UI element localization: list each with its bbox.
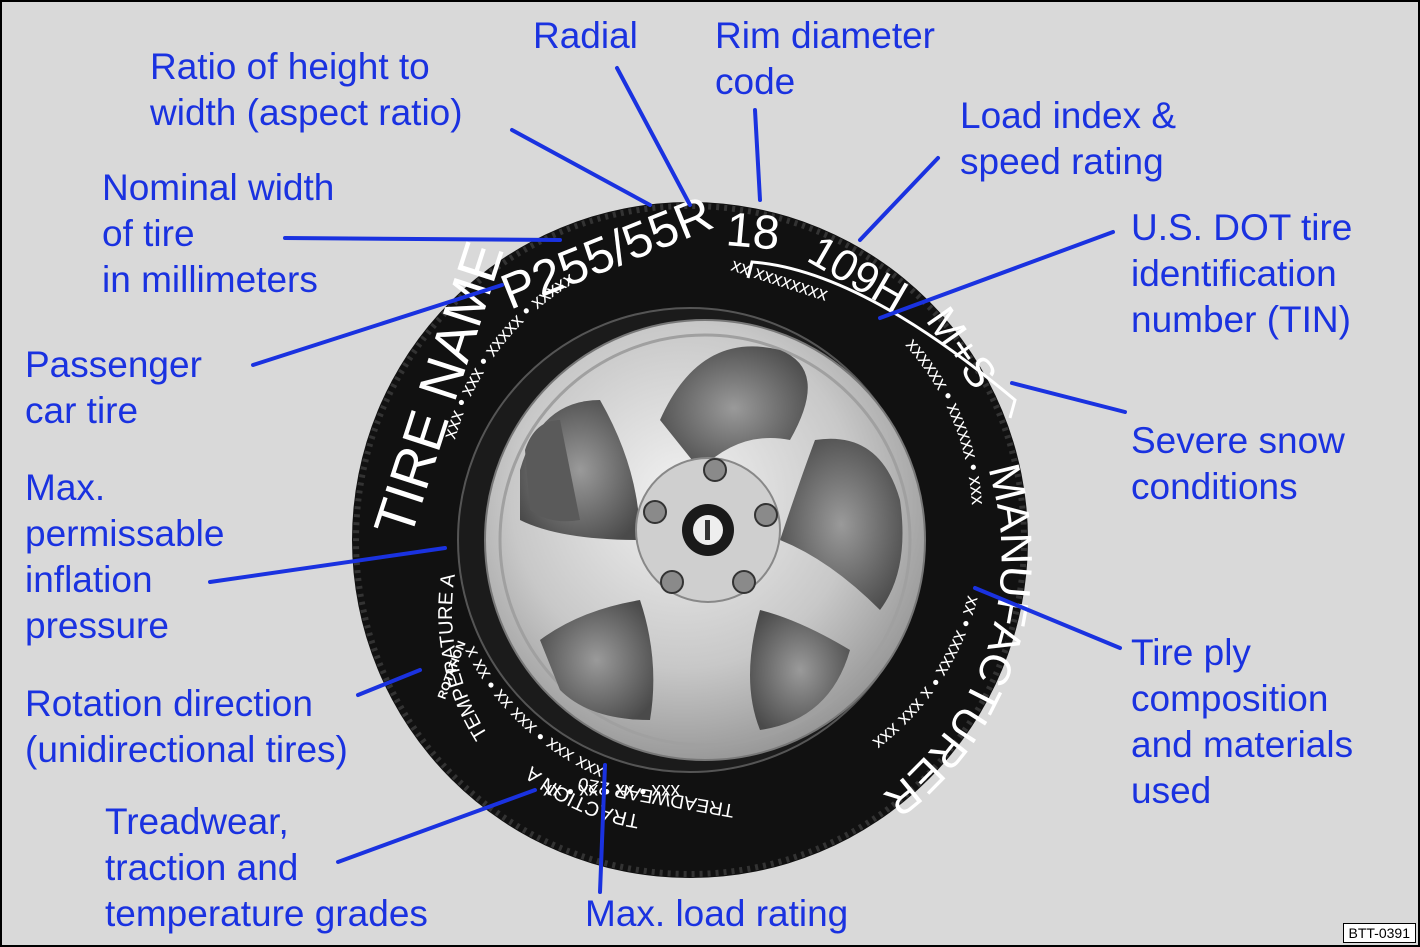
callout-line-radial [615, 66, 692, 207]
label-max-load: Max. load rating [585, 893, 849, 934]
tire-tread-edge [353, 203, 1027, 877]
callout-line-load-rating [598, 763, 607, 894]
callout-line-ply [973, 586, 1122, 650]
label-dot-tin: U.S. DOT tire identification number (TIN… [1131, 207, 1353, 340]
center-cap-mark [705, 520, 710, 540]
tin-bracket [746, 260, 1017, 419]
lug-nut [754, 503, 778, 527]
callout-line-width [283, 236, 562, 242]
lug-nut [703, 458, 727, 482]
rim-pocket [780, 438, 903, 610]
marks-bottom: xxx • xx • xx • xx [542, 780, 680, 801]
callout-line-aspect [510, 128, 652, 207]
lug-nut [643, 500, 667, 524]
label-aspect-ratio: Ratio of height to width (aspect ratio) [150, 46, 463, 133]
label-nominal-width: Nominal width of tire in millimeters [102, 167, 335, 300]
rim-lip [498, 333, 912, 747]
rim-pocket [540, 600, 654, 720]
rim-pocket [660, 346, 808, 470]
label-rim-diameter: Rim diameter code [715, 15, 935, 102]
image-code: BTT-0391 [1342, 923, 1416, 943]
callout-line-snow [1010, 381, 1127, 414]
callout-line-tin [878, 230, 1115, 320]
callout-line-passenger [251, 283, 504, 367]
label-rotation: Rotation direction (unidirectional tires… [25, 683, 348, 770]
callout-line-pressure [208, 546, 447, 584]
brake-caliper [525, 420, 580, 522]
rim-diameter-text: 18 [724, 203, 782, 260]
label-treadwear: Treadwear, traction and temperature grad… [105, 801, 428, 934]
lug-nut [732, 570, 756, 594]
label-passenger: Passenger car tire [25, 344, 202, 431]
callout-line-treadwear [336, 788, 537, 864]
rim-pocket [750, 610, 850, 730]
label-radial: Radial [533, 15, 638, 56]
callout-line-rotation [356, 668, 422, 697]
callout-line-rim [753, 108, 762, 202]
label-ply: Tire ply composition and materials used [1131, 632, 1354, 811]
label-severe-snow: Severe snow conditions [1131, 420, 1345, 507]
label-max-pressure: Max. permissable inflation pressure [25, 467, 225, 646]
label-load-speed: Load index & speed rating [960, 95, 1177, 182]
callout-line-load [858, 156, 940, 242]
lug-nut [660, 570, 684, 594]
